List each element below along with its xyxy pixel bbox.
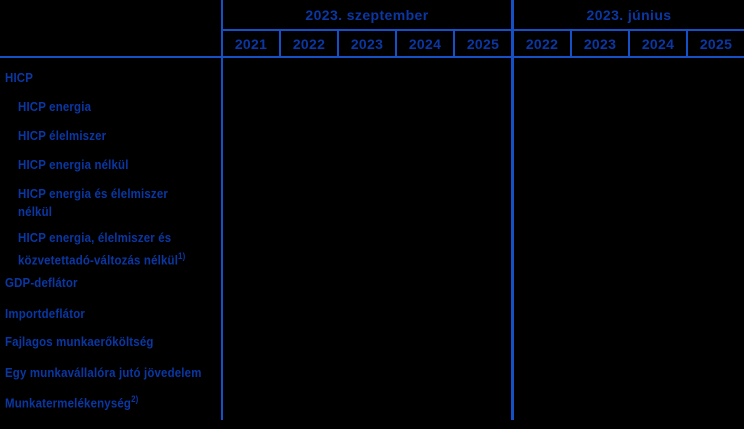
row-label: Fajlagos munkaerőköltség <box>5 334 154 349</box>
row-label: HICP energia <box>18 99 92 114</box>
year-header-cell: 2021 <box>234 35 268 52</box>
empty-data-cells-area <box>223 58 744 420</box>
footnote-marker: 2) <box>131 394 139 404</box>
row-label: HICP élelmiszer <box>18 128 107 143</box>
year-header-cell: 2023 <box>337 31 395 56</box>
year-header-cell: 2024 <box>395 31 453 56</box>
year-header-bottom-border <box>0 56 744 58</box>
year-header-cell: 2023 <box>570 31 628 56</box>
group-header-bottom-border <box>221 29 744 31</box>
year-header-cell: 2024 <box>628 31 686 56</box>
footnote-marker: 1) <box>178 251 186 261</box>
row-label: HICP energia nélkül <box>18 157 129 172</box>
column-group-header-june: 2023. június <box>586 6 672 23</box>
row-label: Egy munkavállalóra jutó jövedelem <box>5 365 202 380</box>
row-label: Munkatermelékenység2) <box>5 394 139 411</box>
row-label: GDP-deflátor <box>5 275 78 290</box>
label-column-divider <box>221 0 223 420</box>
year-header-cell: 2025 <box>453 31 511 56</box>
column-group-divider <box>511 0 514 420</box>
column-group-header-september: 2023. szeptember <box>305 6 429 23</box>
row-label: Importdeflátor <box>5 306 86 321</box>
row-label: HICP <box>5 70 34 85</box>
year-header-cell: 2025 <box>686 31 744 56</box>
year-header-cell: 2022 <box>525 35 559 52</box>
year-header-cell: 2022 <box>279 31 337 56</box>
